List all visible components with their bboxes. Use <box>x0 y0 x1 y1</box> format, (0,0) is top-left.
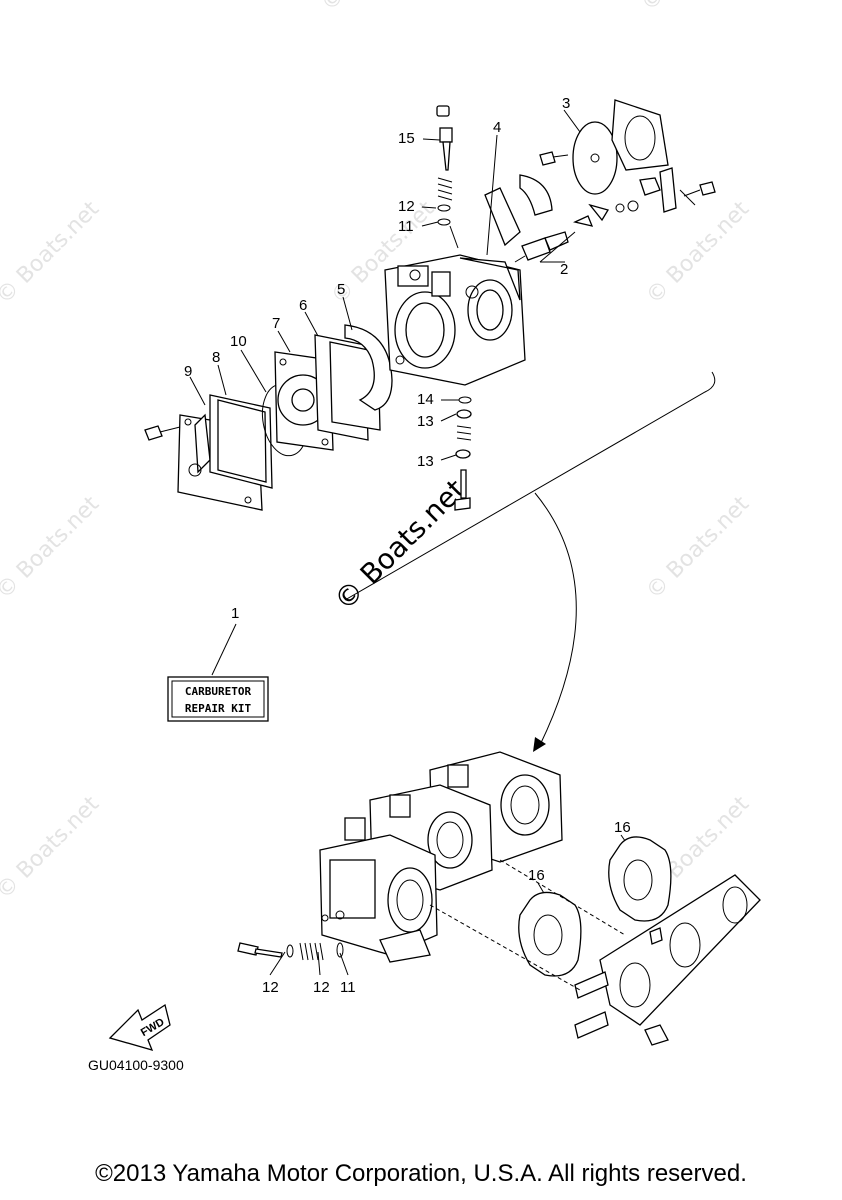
manifold-dash-2 <box>499 859 626 936</box>
callout-1: 1 <box>231 605 239 622</box>
accelerator-diaphragm <box>572 99 669 195</box>
fwd-arrow-icon: FWD <box>108 1003 171 1051</box>
copyright-notice: ©2013 Yamaha Motor Corporation, U.S.A. A… <box>95 1160 747 1187</box>
gasket-5 <box>344 324 393 411</box>
callout-14: 14 <box>417 391 434 408</box>
gasket-16-left <box>518 891 582 977</box>
carburetor-bank <box>319 751 563 963</box>
gasket-6b <box>329 341 381 431</box>
idle-adjust-screw <box>514 231 569 263</box>
watermark: © Boats.net <box>317 0 430 16</box>
section-guide-line <box>344 371 716 601</box>
watermark: © Boats.net <box>637 0 750 16</box>
gasket-16-right <box>608 836 672 922</box>
callout-9: 9 <box>184 363 192 380</box>
lower-pilot-screw-set <box>237 942 344 961</box>
watermark: © Boats.net <box>0 196 104 309</box>
diagram-code: GU04100-9300 <box>88 1057 184 1073</box>
callout-16-right: 16 <box>614 819 631 836</box>
callout-12-upper: 12 <box>398 198 415 215</box>
callout-13-upper: 13 <box>417 413 434 430</box>
gasket-16-left-hole <box>533 914 563 956</box>
callout-3: 3 <box>562 95 570 112</box>
callout-7: 7 <box>272 315 280 332</box>
callout-10: 10 <box>230 333 247 350</box>
callout-12-lower-b: 12 <box>313 979 330 996</box>
watermark: © Boats.net <box>0 791 104 904</box>
gasket-16-right-hole <box>623 859 653 901</box>
watermark: © Boats.net <box>0 491 104 604</box>
watermark: © Boats.net <box>642 491 755 604</box>
callout-15: 15 <box>398 130 415 147</box>
repair-kit-line-1: CARBURETOR <box>185 685 252 698</box>
linkage-hardware <box>539 151 716 227</box>
callout-16-left: 16 <box>528 867 545 884</box>
gasket-8-inner <box>217 399 267 483</box>
watermark: © Boats.net <box>642 196 755 309</box>
assembly-arrow-arc <box>534 492 577 746</box>
callout-4: 4 <box>493 119 501 136</box>
callout-5: 5 <box>337 281 345 298</box>
throttle-plate <box>484 174 553 247</box>
callout-13-lower: 13 <box>417 453 434 470</box>
assembly-arrowhead <box>533 737 546 752</box>
callout-12-lower-a: 12 <box>262 979 279 996</box>
repair-kit-label: CARBURETOR REPAIR KIT <box>167 676 269 722</box>
callout-11-upper: 11 <box>398 218 414 235</box>
pilot-screw-assembly <box>436 105 453 226</box>
manifold-dash-1 <box>429 904 581 991</box>
repair-kit-line-2: REPAIR KIT <box>185 702 252 715</box>
callout-2: 2 <box>560 261 568 278</box>
carburetor-body <box>384 254 526 386</box>
callout-labels: 1 2 3 4 5 6 7 8 9 10 11 12 15 14 13 13 1… <box>184 95 631 996</box>
callout-11-lower: 11 <box>340 979 356 996</box>
cover-screw <box>144 425 181 441</box>
intake-manifold <box>574 874 761 1046</box>
leader-lines <box>189 109 631 976</box>
callout-6: 6 <box>299 297 307 314</box>
center-watermark: © Boats.net <box>328 473 472 617</box>
callout-8: 8 <box>212 349 220 366</box>
